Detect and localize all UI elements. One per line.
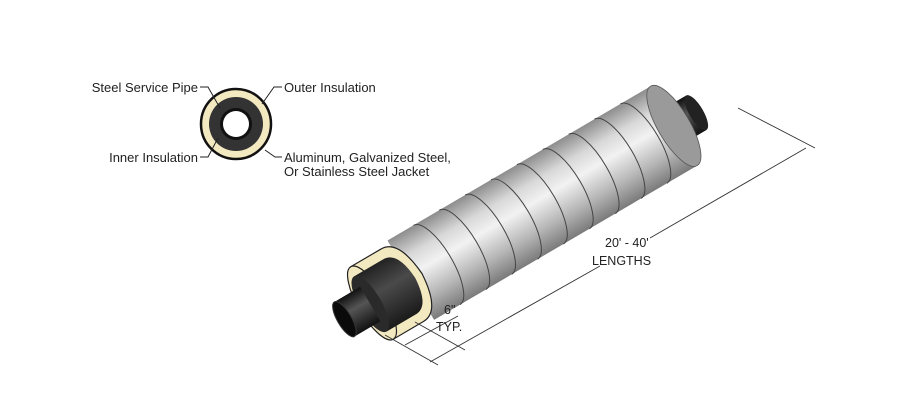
cross-section: Steel Service Pipe Outer Insulation Inne… [92,80,451,179]
dimension-lines [384,107,816,366]
label-jacket-line1: Aluminum, Galvanized Steel, [284,150,451,165]
pipe-bore [223,111,249,137]
pipe-assembly [332,84,709,341]
cutback-dimension-line1: 6" [444,303,455,317]
label-steel-service-pipe: Steel Service Pipe [92,80,198,95]
label-outer-insulation: Outer Insulation [284,80,376,95]
length-dimension-line1: 20' - 40' [605,236,649,250]
label-jacket-line2: Or Stainless Steel Jacket [284,164,430,179]
leader-outer-insulation [261,86,282,105]
cutback-dimension-line2: TYP. [436,320,462,334]
inner-insulation [354,257,423,332]
leader-jacket [264,149,282,158]
jacket-seams [413,102,672,306]
label-inner-insulation: Inner Insulation [109,150,198,165]
jacket [387,86,698,320]
steel-service-pipe [334,286,381,337]
length-dimension-line2: LENGTHS [592,254,651,268]
leader-steel-pipe [200,86,221,109]
leader-inner-insulation [200,137,219,158]
